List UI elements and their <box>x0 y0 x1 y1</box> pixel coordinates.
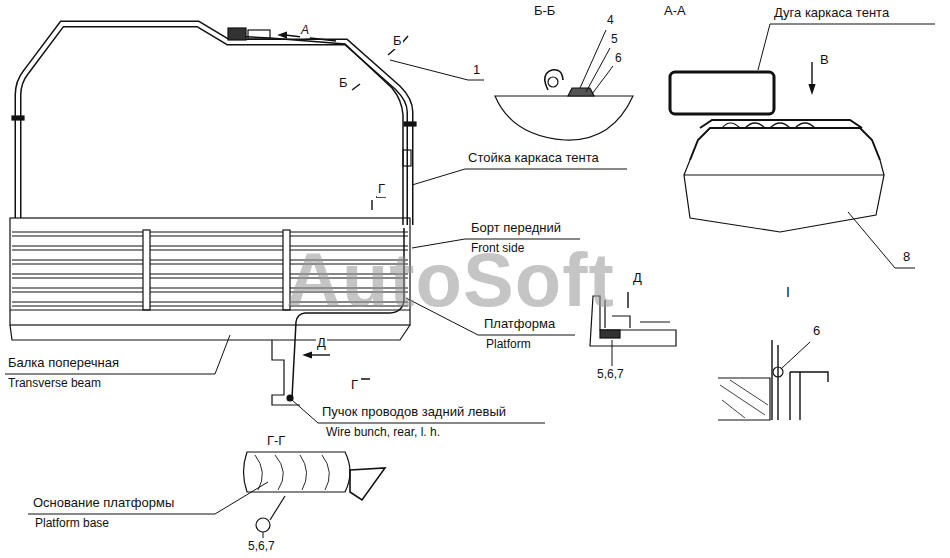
part-name-en: Transverse beam <box>8 377 101 391</box>
hatch <box>720 380 768 418</box>
leader-line <box>782 342 810 368</box>
callout-number: 5,6,7 <box>596 368 625 382</box>
section-title: Г-Г <box>266 434 286 449</box>
connector-block <box>228 28 246 40</box>
transverse-beam <box>10 325 410 340</box>
part-name: Борт передний <box>471 221 561 236</box>
clip-bracket <box>700 120 862 128</box>
leader-line <box>612 340 613 366</box>
part-name-en: Platform base <box>35 517 109 531</box>
arrow-head <box>809 84 815 93</box>
leader-lines <box>5 24 935 514</box>
bow-tube <box>670 72 774 114</box>
callout-number: 8 <box>902 250 911 265</box>
section-mark <box>627 292 628 308</box>
part-name-en: Wire bunch, rear, l. h. <box>326 426 440 440</box>
detail-body <box>718 378 770 420</box>
callout-number: 5 <box>610 33 619 47</box>
part-name: Стойка каркаса тента <box>468 151 599 166</box>
view-letter: Д <box>316 336 327 351</box>
post-flange <box>404 122 416 126</box>
part-name: Основание платформы <box>33 496 174 511</box>
tent-bow-inner <box>18 24 410 225</box>
part-name: Балка поперечная <box>8 356 119 371</box>
side-stake <box>143 230 150 310</box>
detail-mark: I <box>786 284 790 300</box>
leader-line <box>263 532 264 538</box>
section-letter: Б <box>338 76 349 91</box>
wire <box>232 36 403 225</box>
wire-loop <box>545 70 563 90</box>
clip-bracket <box>690 128 880 160</box>
wires <box>722 123 815 128</box>
leader-line <box>580 30 613 94</box>
callout-number: 4 <box>606 14 615 28</box>
callout-number: 6 <box>812 324 821 339</box>
section-title: А-А <box>663 4 687 19</box>
platform-base-section <box>244 452 351 492</box>
clip <box>256 518 270 532</box>
section-letter: Б <box>392 34 403 49</box>
part-8 <box>684 175 884 232</box>
watermark: AutoSoft <box>286 236 615 323</box>
part-name: Пучок проводов задний левый <box>322 405 506 420</box>
clip <box>600 330 620 338</box>
section-title: Б-Б <box>533 4 556 19</box>
bracket <box>272 340 300 405</box>
clip <box>773 367 783 377</box>
section-letter: Г <box>350 378 359 393</box>
post-clip <box>403 150 411 166</box>
connector-block <box>248 30 270 39</box>
callout-number: 1 <box>472 63 481 78</box>
part-name-en: Platform <box>486 338 531 352</box>
bracket <box>270 496 285 520</box>
view-letter: А <box>300 24 310 38</box>
section-bb-body <box>495 96 633 140</box>
hatch <box>255 455 329 490</box>
callout-number: 6 <box>614 52 623 66</box>
part-8-edge <box>684 160 884 175</box>
arrow-head <box>304 352 312 358</box>
section-letter: Г <box>377 182 386 197</box>
callout-number: 5,6,7 <box>247 540 276 554</box>
tent-bow <box>18 24 410 225</box>
wire-section <box>548 77 558 87</box>
post-flange <box>12 116 24 120</box>
part-name: Дуга каркаса тента <box>774 6 889 21</box>
section-mark <box>352 84 360 90</box>
view-letter: Д <box>632 271 643 286</box>
wedge <box>350 468 385 500</box>
part-name: Платформа <box>484 317 555 332</box>
clip-section <box>568 88 594 96</box>
view-letter: В <box>819 53 830 68</box>
arrow-head <box>279 32 287 38</box>
view-arrow <box>285 35 336 41</box>
detail-profile <box>772 340 828 420</box>
